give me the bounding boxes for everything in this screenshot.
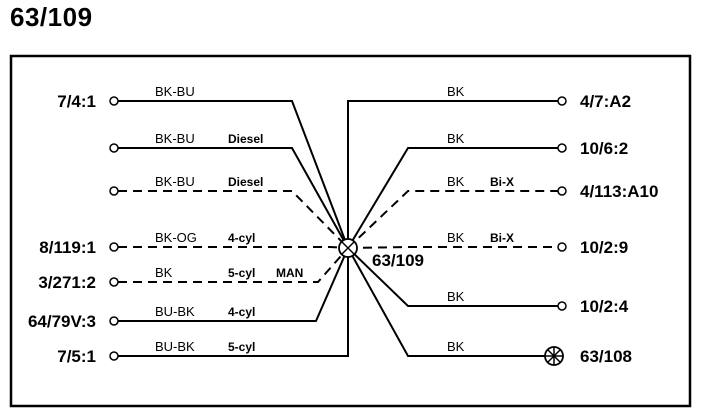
connector-label: 4/7:A2 [580,92,631,111]
terminal-pin [557,186,567,196]
wire-note2-label: MAN [276,266,303,280]
wire-line [118,248,349,357]
wire-color-label: BK-OG [155,230,197,245]
terminal-pin [557,242,567,252]
connector-label: 10/6:2 [580,139,628,158]
wire-note-label: 5-cyl [228,340,255,354]
splice-cross [341,241,355,255]
left-wire-2: BK-BU Diesel [109,131,349,249]
wire-note-label: Diesel [228,175,263,189]
right-wire-4: 10/2:9 BK Bi-X [347,230,628,257]
wire-line [118,147,349,249]
left-wire-6: 64/79V:3 BU-BK 4-cyl [28,247,349,331]
wire-note-label: Diesel [228,132,263,146]
wire-color-label: BK [447,339,465,354]
left-wire-3: BK-BU Diesel [109,174,349,249]
wire-line [347,247,558,307]
hub-splice: 63/109 [338,238,424,270]
wire-color-label: BK [447,174,465,189]
wire-color-label: BK-BU [155,131,195,146]
right-wire-5: 10/2:4 BK [347,247,629,316]
right-wire-6: 63/108 BK [347,247,632,366]
wire-note-label: 4-cyl [228,231,255,245]
wire-color-label: BK [447,131,465,146]
connector-label: 7/5:1 [57,347,96,366]
wire-line [347,190,558,249]
connector-label: 64/79V:3 [28,312,96,331]
connector-label: 8/119:1 [39,238,96,257]
wire-line [118,246,349,249]
terminal-pin [109,143,119,153]
terminal-pin [109,277,119,287]
wire-color-label: BU-BK [155,339,195,354]
connector-label: 7/4:1 [57,92,96,111]
connector-label: 10/2:9 [580,238,628,257]
terminal-pin [557,143,567,153]
wire-color-label: BK-BU [155,84,195,99]
wire-line [347,246,558,249]
wire-color-label: BK [447,230,465,245]
wire-note-label: 4-cyl [228,305,255,319]
terminal-pin [109,316,119,326]
wire-color-label: BK-BU [155,174,195,189]
connector-label: 3/271:2 [38,273,96,292]
left-wire-1: 7/4:1BK-BU [57,84,349,249]
terminal-pin [109,186,119,196]
terminal-pin [557,96,567,106]
wire-line [118,247,349,283]
diagram-frame [9,54,692,408]
wire-color-label: BK [447,289,465,304]
wire-note-label: 5-cyl [228,266,255,280]
page-title: 63/109 [10,2,93,32]
wire-note-label: Bi-X [490,231,514,245]
wire-line [347,100,558,248]
wire-color-label: BU-BK [155,304,195,319]
wire-line [118,100,349,249]
terminal-pin [109,242,119,252]
connector-label: 4/113:A10 [580,182,658,201]
wire-line [347,147,558,249]
connector-label: 10/2:4 [580,297,629,316]
wire-color-label: BK [447,84,465,99]
wire-color-label: BK [155,265,173,280]
connector-label: 63/108 [580,347,632,366]
wire-line [118,190,349,249]
wire-note-label: Bi-X [490,175,514,189]
right-wire-2: 10/6:2BK [347,131,628,249]
ground-splice-icon [544,346,564,366]
hub-label: 63/109 [372,251,424,270]
terminal-pin [109,96,119,106]
left-wire-5: 3/271:2 BK 5-cyl MAN [38,247,349,292]
terminal-pin [557,301,567,311]
left-wire-7: 7/5:1 BU-BK 5-cyl [57,248,349,366]
wire-line [118,247,349,322]
wire-line [347,247,546,357]
terminal-pin [109,351,119,361]
left-wire-4: 8/119:1 BK-OG 4-cyl [39,230,349,257]
